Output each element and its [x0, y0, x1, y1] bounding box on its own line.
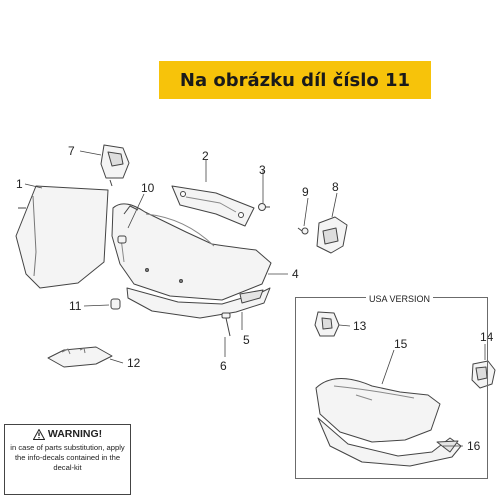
callout-4: 4 — [292, 267, 299, 281]
callout-5: 5 — [243, 333, 250, 347]
warning-body: in case of parts substitution, apply the… — [5, 443, 130, 473]
warning-box: WARNING! in case of parts substitution, … — [4, 424, 131, 495]
warning-triangle-icon — [32, 428, 45, 440]
part-switch — [316, 216, 348, 254]
callout-7: 7 — [68, 144, 75, 158]
callout-8: 8 — [332, 180, 339, 194]
banner-text: Na obrázku díl číslo 11 — [179, 69, 411, 91]
part-windscreen — [15, 185, 109, 289]
warning-line-2: the info-decals contained in the decal-k… — [14, 453, 121, 472]
callout-3: 3 — [259, 163, 266, 177]
part-lower-trim — [126, 287, 271, 319]
leader-lines — [24, 150, 486, 447]
callout-14: 14 — [480, 330, 494, 344]
part-usa-clip — [314, 311, 340, 337]
part-usa-handlebar-cover — [315, 378, 441, 443]
callout-12: 12 — [127, 356, 141, 370]
part-usa-switch — [471, 360, 496, 389]
part-nut-10 — [117, 235, 127, 244]
part-handlebar-cover — [111, 203, 272, 301]
part-screw-6 — [221, 312, 231, 337]
usa-version-title: USA VERSION — [366, 294, 434, 304]
part-decal-plate — [47, 346, 113, 368]
callout-6: 6 — [220, 359, 227, 373]
usa-version-frame — [295, 297, 488, 479]
callout-16: 16 — [467, 439, 481, 453]
part-bracket — [171, 185, 255, 227]
callout-11: 11 — [69, 299, 82, 313]
callout-1: 1 — [16, 177, 23, 191]
warning-title: WARNING! — [47, 428, 103, 440]
callout-10: 10 — [141, 181, 155, 195]
callout-9: 9 — [302, 185, 309, 199]
warning-line-1: in case of parts substitution, apply — [10, 443, 125, 452]
callout-2: 2 — [202, 149, 209, 163]
warning-heading: WARNING! — [5, 428, 130, 440]
part-screw-3 — [258, 203, 270, 211]
callout-15: 15 — [394, 337, 408, 351]
part-screw-9 — [297, 227, 309, 235]
part-nut-11 — [110, 298, 121, 310]
part-number-banner: Na obrázku díl číslo 11 — [159, 61, 431, 99]
callout-numbers: 1 2 3 4 5 6 7 8 9 10 11 12 13 14 15 16 — [16, 144, 494, 453]
part-clip — [100, 144, 130, 187]
callout-13: 13 — [353, 319, 367, 333]
